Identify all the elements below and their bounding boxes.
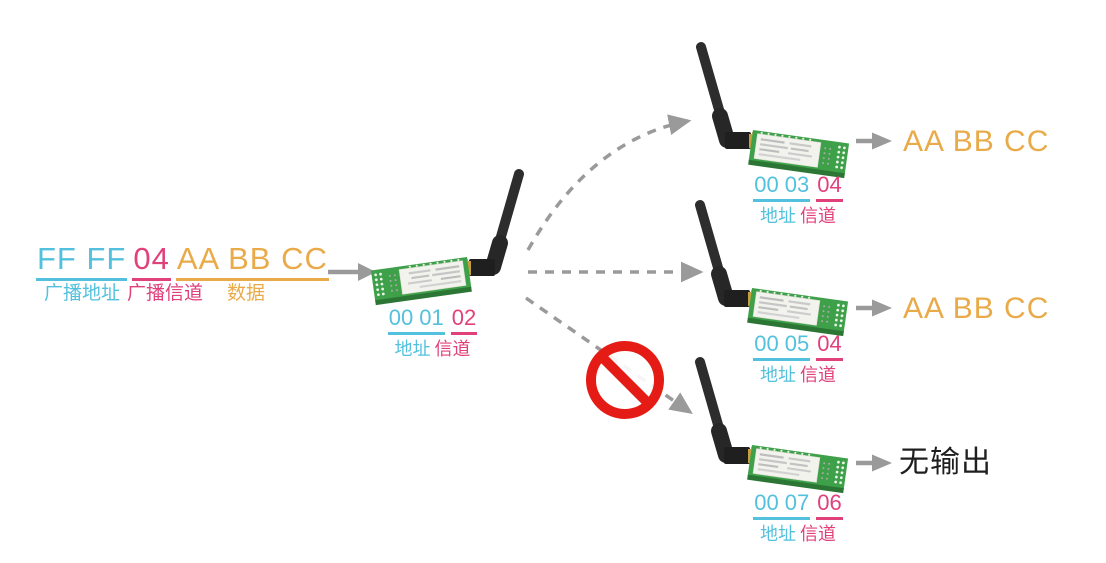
arrow-right-icon xyxy=(856,299,892,317)
broadcast-address-label: 广播地址 xyxy=(43,283,120,304)
transmitter-address-value: 00 01 xyxy=(387,307,445,335)
arrow-right-icon xyxy=(856,132,892,150)
dashed-arrow-icon xyxy=(526,114,692,251)
data-bytes-value: AA BB CC xyxy=(175,243,329,281)
channel-label: 信道 xyxy=(800,524,836,544)
receiver-1-output: AA BB CC xyxy=(903,125,1050,158)
arrow-right-icon xyxy=(856,454,892,472)
receiver-channel-value: 04 xyxy=(816,333,843,361)
data-label: 数据 xyxy=(226,283,265,304)
address-label: 地址 xyxy=(760,365,796,385)
no-entry-icon xyxy=(586,341,664,419)
channel-label: 信道 xyxy=(434,339,471,359)
receiver-channel-value: 04 xyxy=(816,174,843,202)
receiver-address-value: 00 03 xyxy=(753,174,811,202)
channel-label: 信道 xyxy=(800,365,836,385)
address-label: 地址 xyxy=(760,206,796,226)
broadcast-address-value: FF FF xyxy=(36,243,128,281)
address-label: 地址 xyxy=(760,524,796,544)
transmitter-rf-module-icon xyxy=(371,174,519,305)
address-label: 地址 xyxy=(394,339,431,359)
receiver-channel-value: 06 xyxy=(816,492,843,520)
receiver-rf-module-icon xyxy=(701,47,849,178)
receiver-2-output: AA BB CC xyxy=(903,292,1050,325)
broadcast-channel-value: 04 xyxy=(132,243,171,281)
receiver-address-value: 00 05 xyxy=(753,333,811,361)
channel-label: 信道 xyxy=(800,206,836,226)
transmitter-channel-value: 02 xyxy=(450,307,478,335)
broadcast-channel-label: 广播信道 xyxy=(126,283,203,304)
arrow-right-icon xyxy=(328,263,376,281)
receiver-address-value: 00 07 xyxy=(753,492,811,520)
receiver-3-output: 无输出 xyxy=(899,446,992,479)
